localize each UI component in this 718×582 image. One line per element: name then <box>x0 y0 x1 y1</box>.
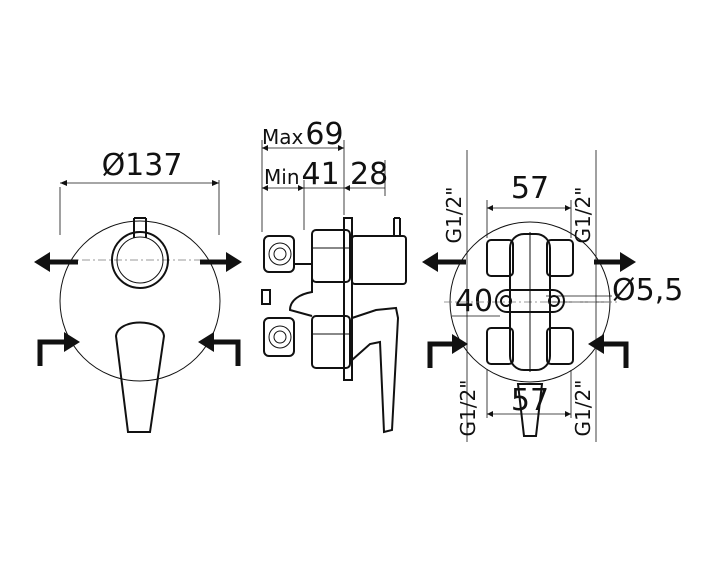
thread-label-top-left: G1/2" <box>442 187 466 244</box>
max-prefix: Max <box>262 125 304 149</box>
rear-view: G1/2" G1/2" G1/2" G1/2" 57 57 40 Ø5,5 <box>422 150 683 442</box>
min-value: 41 <box>302 157 340 192</box>
front-outlet-arrow-right <box>200 252 242 272</box>
center-spacing-label: 40 <box>455 284 493 319</box>
rear-outlet-arrow-right <box>594 252 636 272</box>
front-inlet-arrow-left <box>37 332 80 366</box>
min-prefix: Min <box>264 165 300 189</box>
max-value: 69 <box>305 117 343 152</box>
front-diameter-label: Ø137 <box>102 148 183 183</box>
front-outlet-arrow-left <box>34 252 78 272</box>
side-dimensions: Max69 Min41 28 <box>261 117 388 232</box>
thread-label-bottom-left: G1/2" <box>456 380 480 437</box>
min-depth-label: Min41 <box>264 157 340 192</box>
front-diameter-dimension: Ø137 <box>59 148 220 235</box>
plate-depth-label: 28 <box>350 157 388 192</box>
mounting-hole-left <box>500 295 512 307</box>
front-view: Ø137 <box>34 148 242 433</box>
rear-outlet-arrow-left <box>422 252 466 272</box>
hole-diameter-label: Ø5,5 <box>612 273 683 308</box>
lever-stub-rear <box>516 383 544 437</box>
front-inlet-arrow-right <box>198 332 241 366</box>
diverter-knob-side <box>351 217 407 285</box>
valve-body-side <box>261 229 351 369</box>
rear-thread-labels: G1/2" G1/2" G1/2" G1/2" <box>442 187 595 437</box>
lever-side <box>351 306 400 434</box>
bottom-spacing-label: 57 <box>511 383 549 418</box>
valve-body-rear <box>486 232 574 372</box>
thread-label-top-right: G1/2" <box>571 187 595 244</box>
rear-inlet-arrow-right <box>588 334 629 368</box>
rear-inlet-arrow-left <box>427 334 468 368</box>
max-depth-label: Max69 <box>262 117 344 152</box>
diverter-knob <box>111 217 169 289</box>
mounting-bracket-rear <box>495 289 565 313</box>
thread-label-bottom-right: G1/2" <box>571 380 595 437</box>
mounting-plate-side <box>343 217 353 381</box>
mounting-hole-right <box>548 295 560 307</box>
cover-plate-outline <box>59 220 221 382</box>
top-spacing-label: 57 <box>511 171 549 206</box>
mixer-lever-handle <box>114 321 166 433</box>
side-view: Max69 Min41 28 <box>261 117 407 434</box>
